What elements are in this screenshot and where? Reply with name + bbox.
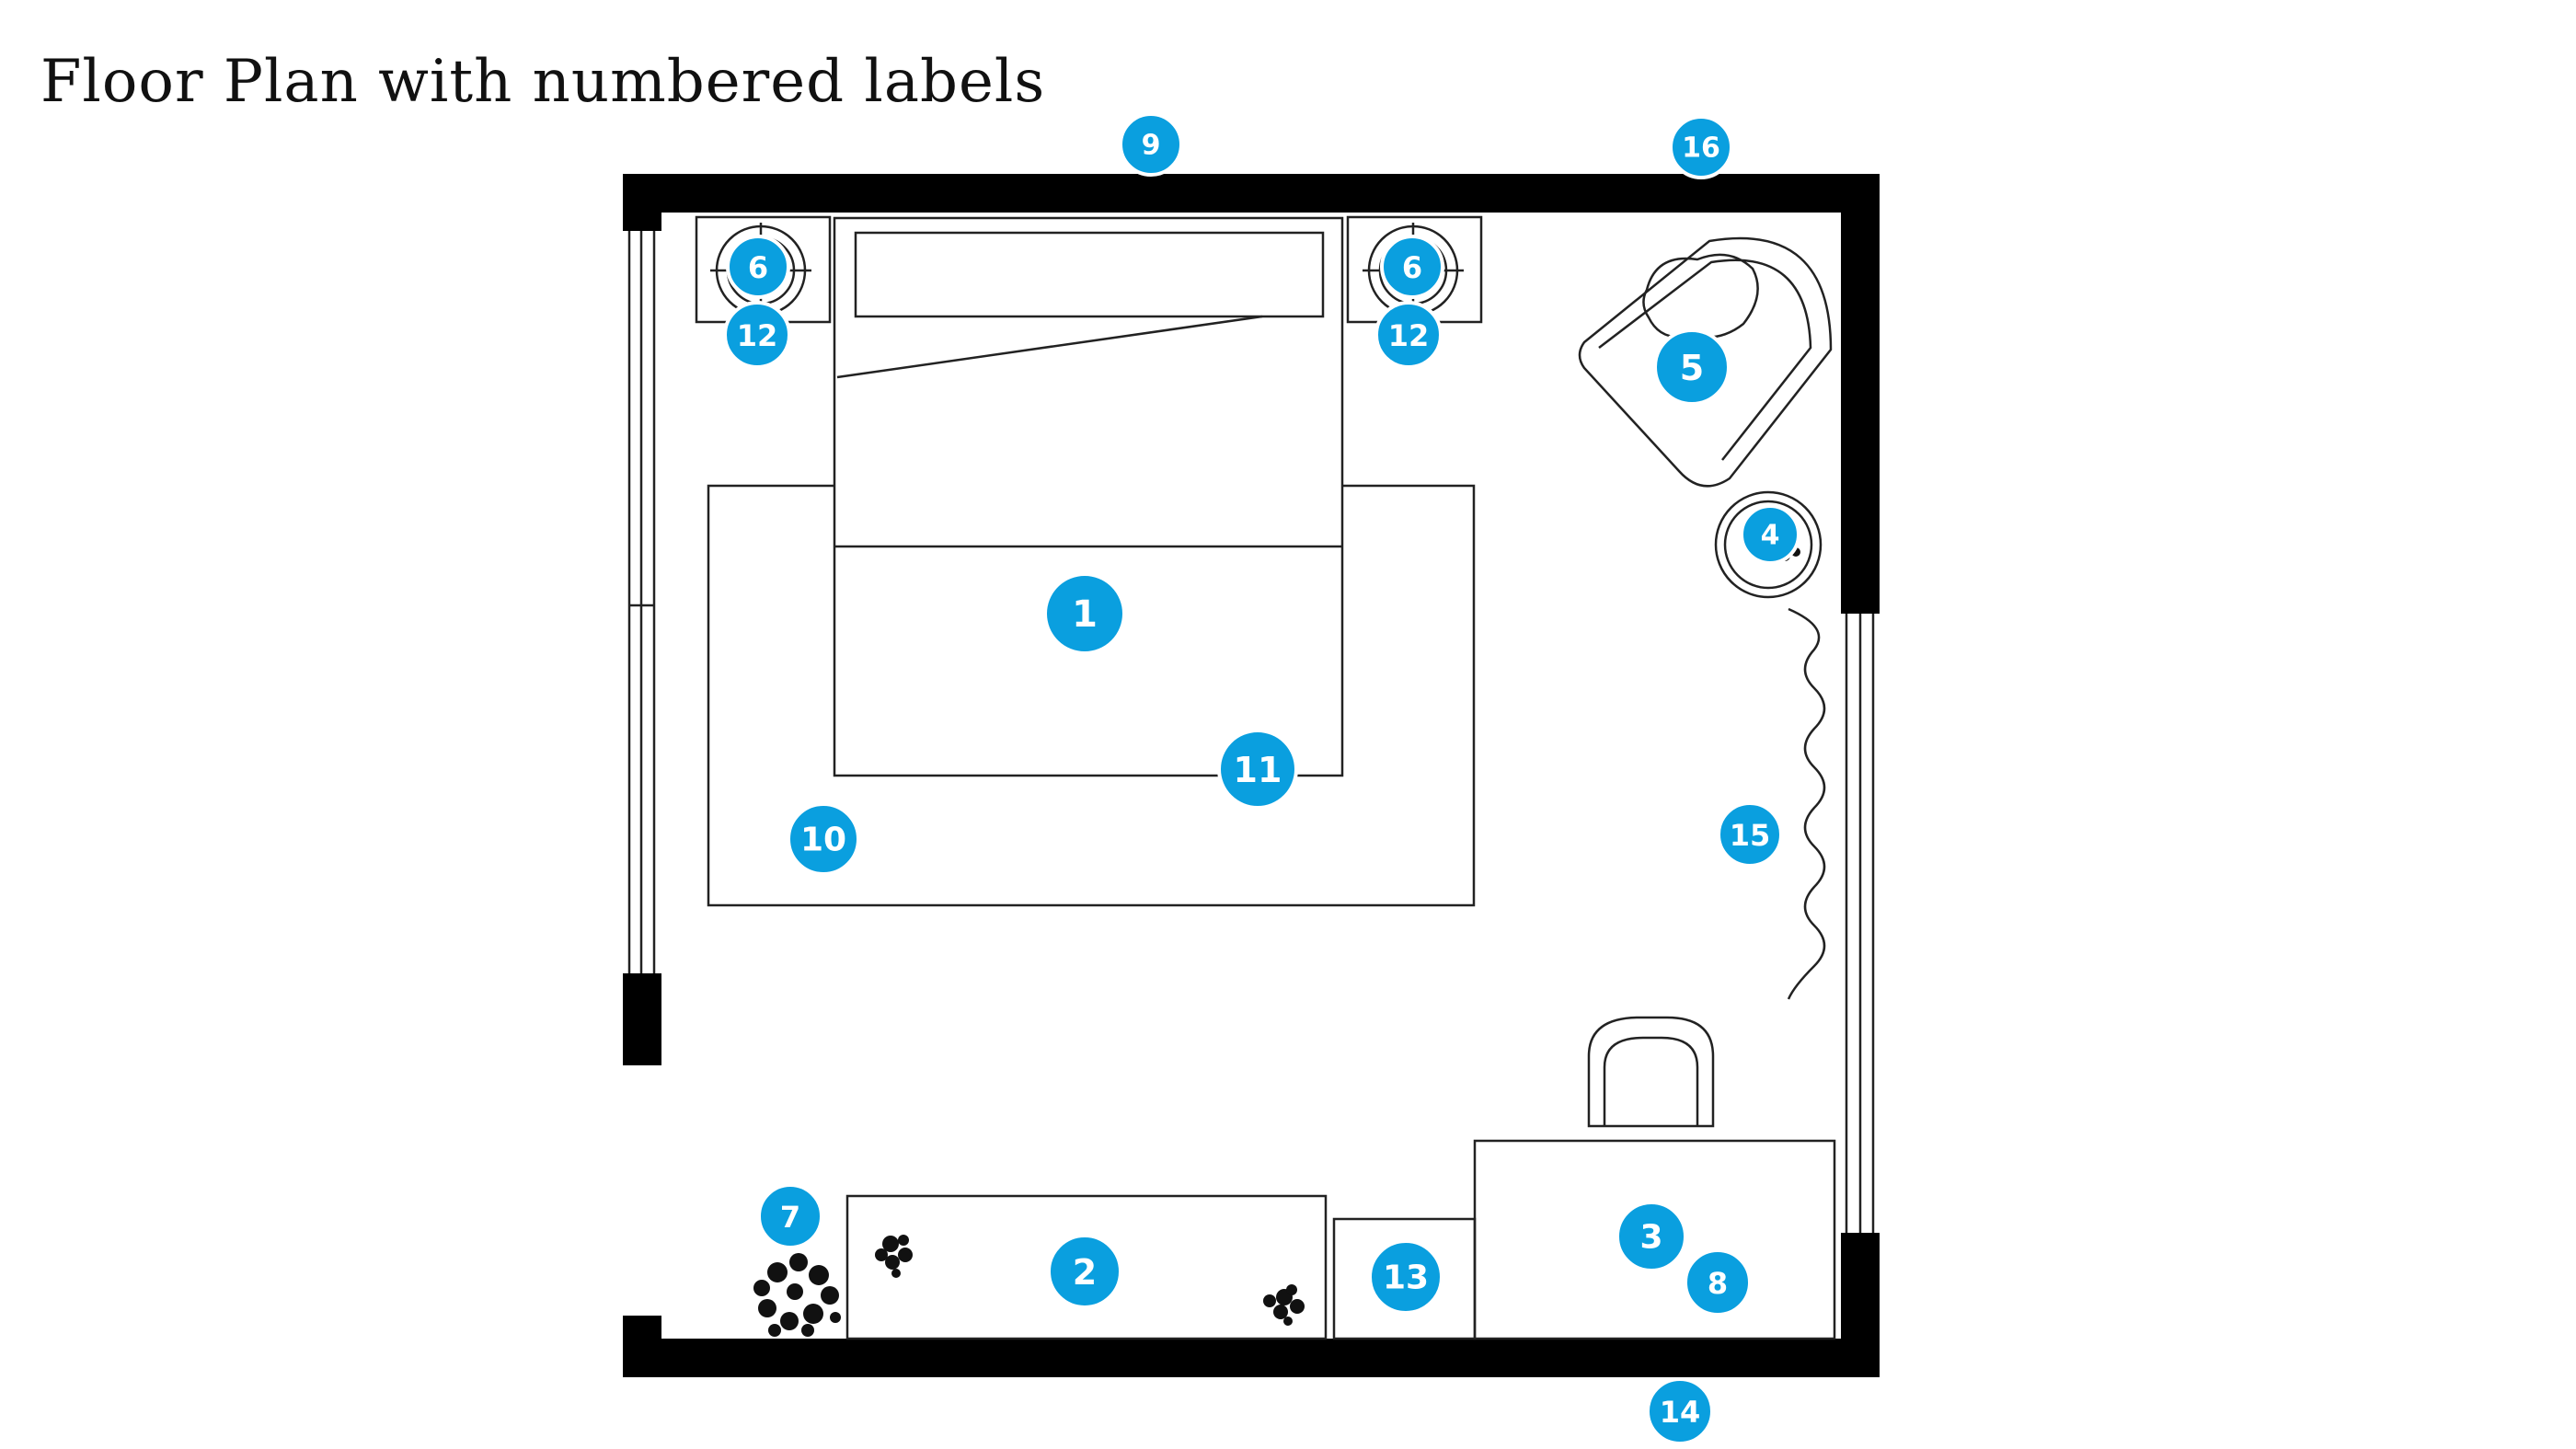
dresser	[845, 1194, 1328, 1340]
badge-label: 5	[1680, 348, 1704, 388]
badge-desk-accessory[interactable]: 8	[1684, 1248, 1752, 1317]
badge-bed[interactable]: 1	[1043, 572, 1126, 655]
badge-label: 4	[1761, 520, 1780, 552]
badge-label: 16	[1682, 132, 1720, 165]
wall-top	[623, 174, 1880, 213]
bed-pillow	[854, 231, 1325, 318]
badge-label: 6	[748, 250, 768, 285]
badge-label: 8	[1708, 1266, 1728, 1301]
badge-label: 11	[1234, 750, 1282, 790]
bed-blanket-fold	[836, 315, 1263, 379]
page-title: Floor Plan with numbered labels	[40, 48, 1046, 116]
armchair-cushion	[1642, 253, 1759, 339]
badge-armchair[interactable]: 5	[1653, 328, 1731, 406]
badge-curtain[interactable]: 15	[1717, 801, 1783, 868]
window-left	[627, 231, 656, 973]
floor-plant	[753, 1253, 841, 1337]
badge-floor-plant[interactable]: 7	[757, 1183, 823, 1249]
dresser-plant-right	[1263, 1284, 1305, 1326]
badge-side-table-plant[interactable]: 4	[1740, 504, 1800, 565]
badge-label: 6	[1402, 250, 1422, 285]
badge-label: 13	[1383, 1259, 1429, 1297]
badge-storage-cabinet[interactable]: 13	[1368, 1239, 1443, 1315]
wall-left-lower	[623, 973, 661, 1065]
storage-cabinet	[1332, 1217, 1477, 1340]
bed	[833, 216, 1344, 777]
curtain	[1787, 607, 1826, 1000]
badge-label: 12	[737, 318, 778, 353]
side-table	[1714, 490, 1823, 599]
wall-right-upper	[1841, 174, 1880, 614]
badge-rug[interactable]: 10	[787, 802, 860, 876]
badge-wall-bottom[interactable]: 14	[1646, 1377, 1714, 1445]
badge-bed-bench[interactable]: 11	[1217, 729, 1298, 810]
badge-wall-top[interactable]: 9	[1119, 112, 1183, 177]
badge-label: 2	[1073, 1252, 1097, 1293]
badge-label: 14	[1660, 1395, 1701, 1430]
badge-label: 12	[1388, 318, 1430, 353]
dresser-plant-left	[875, 1235, 913, 1278]
wall-left-bottom-stub	[623, 1316, 661, 1377]
badge-desk[interactable]: 3	[1616, 1201, 1687, 1272]
badge-label: 9	[1142, 130, 1161, 162]
badge-lamp-left[interactable]: 6	[726, 235, 790, 299]
badge-nightstand-right[interactable]: 12	[1374, 301, 1443, 369]
window-right	[1845, 614, 1875, 1233]
badge-dresser[interactable]: 2	[1047, 1234, 1122, 1309]
badge-wall-corner[interactable]: 16	[1669, 115, 1733, 179]
wall-left-top-stub	[623, 174, 661, 231]
desk-chair	[1587, 1016, 1715, 1128]
badge-label: 3	[1639, 1219, 1662, 1257]
wall-right-lower	[1841, 1233, 1880, 1377]
badge-lamp-right[interactable]: 6	[1380, 235, 1444, 299]
badge-label: 1	[1072, 593, 1098, 636]
badge-label: 7	[780, 1200, 800, 1235]
badge-label: 10	[800, 822, 846, 859]
walls	[623, 174, 1880, 1377]
badge-nightstand-left[interactable]: 12	[723, 301, 791, 369]
badge-label: 15	[1730, 818, 1771, 853]
armchair	[1578, 236, 1833, 488]
wall-bottom	[623, 1339, 1880, 1377]
